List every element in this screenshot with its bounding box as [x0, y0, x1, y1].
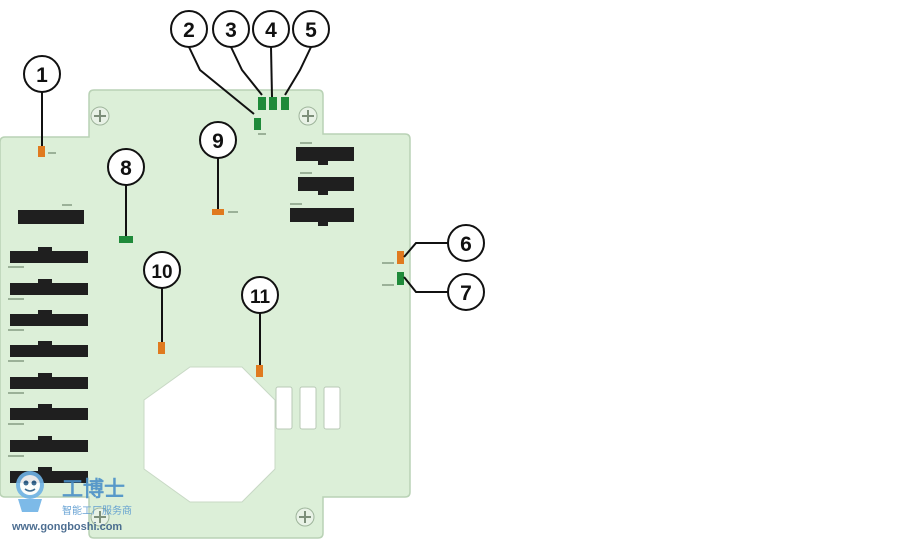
drive-slot-6	[10, 408, 88, 420]
drive-slot-7	[10, 440, 88, 452]
connector-2	[254, 118, 261, 130]
callout-4: 4	[252, 10, 290, 48]
connector-3	[258, 97, 266, 110]
screw-hole-bottom-left	[90, 507, 110, 527]
svg-text:2: 2	[183, 19, 195, 42]
drive-slot-4	[10, 345, 88, 357]
silkscreen-marks	[8, 133, 394, 457]
svg-text:10: 10	[151, 262, 172, 283]
screw-hole-bottom-right	[295, 507, 315, 527]
airflow-cutout	[143, 366, 276, 503]
white-blocks	[275, 386, 341, 430]
drive-slot-0	[18, 210, 84, 224]
svg-text:5: 5	[305, 19, 317, 42]
screw-hole-top-right	[298, 106, 318, 126]
callout-11: 11	[241, 276, 279, 314]
connector-5	[281, 97, 289, 110]
svg-text:9: 9	[212, 130, 224, 153]
svg-text:8: 8	[120, 157, 132, 180]
connector-6	[397, 251, 404, 264]
svg-text:11: 11	[250, 287, 271, 308]
connectors	[38, 97, 404, 377]
callout-2: 2	[170, 10, 208, 48]
svg-text:6: 6	[460, 233, 472, 256]
robot-mascot-logo-icon	[16, 471, 44, 512]
watermark-logo: 工博士 智能工厂服务商 www.gongboshi.com	[11, 471, 132, 533]
drive-slot-5	[10, 377, 88, 389]
connector-8	[119, 236, 133, 243]
connector-7	[397, 272, 404, 285]
drive-slot-1	[10, 251, 88, 263]
callout-3: 3	[212, 10, 250, 48]
connector-9	[212, 209, 224, 215]
svg-text:4: 4	[265, 19, 277, 42]
callout-leader-lines	[41, 46, 448, 365]
callout-8: 8	[107, 148, 145, 186]
connector-11	[256, 365, 263, 377]
connector-10	[158, 342, 165, 354]
connector-1	[38, 146, 45, 157]
watermark-url: www.gongboshi.com	[11, 521, 122, 533]
callouts: 1 2 3 4 5 6 7 8	[23, 10, 485, 314]
screw-hole-top-left	[90, 106, 110, 126]
drive-slot-2	[10, 283, 88, 295]
callout-9: 9	[199, 121, 237, 159]
connector-4	[269, 97, 277, 110]
callout-7: 7	[447, 273, 485, 311]
svg-text:3: 3	[225, 19, 237, 42]
callout-6: 6	[447, 224, 485, 262]
right-slot-connectors	[290, 147, 354, 226]
svg-text:7: 7	[460, 282, 472, 305]
svg-text:1: 1	[36, 64, 48, 87]
drive-slot-3	[10, 314, 88, 326]
callout-5: 5	[292, 10, 330, 48]
callout-10: 10	[143, 251, 181, 289]
callout-1: 1	[23, 55, 61, 93]
watermark-subtitle: 智能工厂服务商	[62, 504, 132, 517]
watermark-title: 工博士	[62, 477, 125, 501]
